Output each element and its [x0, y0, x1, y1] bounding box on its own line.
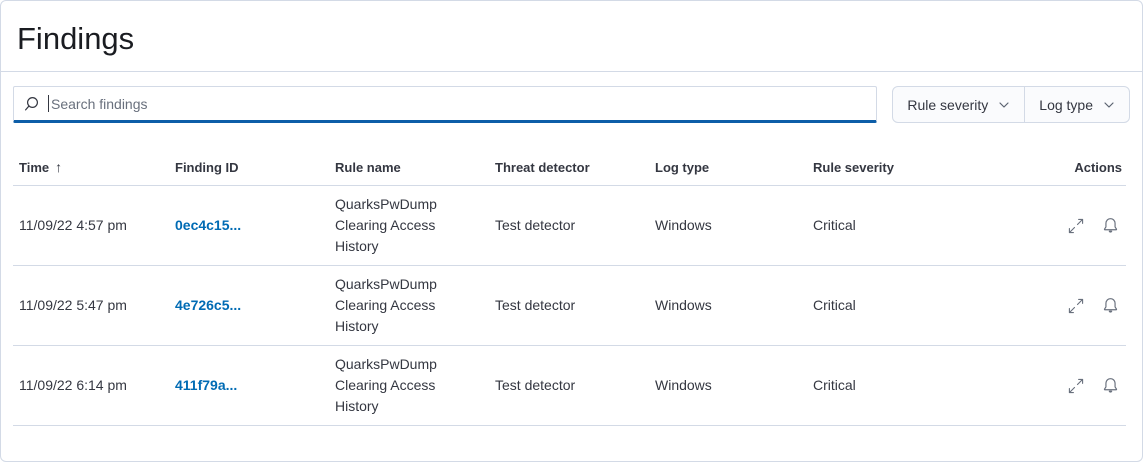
- rule-name-cell: QuarksPwDump Clearing Access History: [335, 345, 495, 426]
- column-header-finding-id[interactable]: Finding ID: [175, 151, 335, 186]
- time-cell: 11/09/22 6:14 pm: [13, 345, 175, 426]
- finding-id-cell: 4e726c5...: [175, 265, 335, 346]
- table-row: 11/09/22 4:57 pm 0ec4c15... QuarksPwDump…: [13, 185, 1126, 266]
- expand-icon: [1068, 378, 1084, 393]
- threat-detector-cell: Test detector: [495, 185, 655, 266]
- table-row: 11/09/22 6:14 pm 411f79a... QuarksPwDump…: [13, 345, 1126, 426]
- expand-finding-button[interactable]: [1064, 374, 1088, 398]
- time-cell: 11/09/22 4:57 pm: [13, 185, 175, 266]
- expand-icon: [1068, 218, 1084, 233]
- finding-id-link[interactable]: 411f79a...: [175, 377, 238, 393]
- toolbar: Rule severity Log type: [13, 86, 1130, 123]
- log-type-cell: Windows: [655, 265, 813, 346]
- create-alert-button[interactable]: [1098, 214, 1122, 238]
- rule-severity-cell: Critical: [813, 185, 1033, 266]
- rule-severity-filter-label: Rule severity: [907, 96, 989, 113]
- bell-icon: [1103, 218, 1117, 233]
- rule-severity-cell: Critical: [813, 345, 1033, 426]
- finding-id-link[interactable]: 4e726c5...: [175, 297, 242, 313]
- column-header-actions: Actions: [1033, 151, 1126, 186]
- column-header-time[interactable]: Time↑: [13, 151, 175, 186]
- header-divider: [1, 71, 1142, 72]
- rule-severity-filter-button[interactable]: Rule severity: [893, 87, 1024, 122]
- log-type-filter-label: Log type: [1039, 96, 1093, 113]
- rule-severity-cell: Critical: [813, 265, 1033, 346]
- chevron-down-icon: [1104, 101, 1114, 108]
- expand-finding-button[interactable]: [1064, 294, 1088, 318]
- log-type-cell: Windows: [655, 345, 813, 426]
- findings-table: Time↑ Finding ID Rule name Threat detect…: [13, 151, 1126, 426]
- sort-ascending-icon: ↑: [55, 159, 63, 175]
- column-header-threat-detector[interactable]: Threat detector: [495, 151, 655, 186]
- page-header: Findings: [1, 1, 1142, 71]
- actions-cell: [1033, 345, 1126, 426]
- threat-detector-cell: Test detector: [495, 345, 655, 426]
- filter-group: Rule severity Log type: [892, 86, 1130, 123]
- log-type-filter-button[interactable]: Log type: [1024, 87, 1129, 122]
- bell-icon: [1103, 378, 1117, 393]
- expand-icon: [1068, 298, 1084, 313]
- search-input[interactable]: [51, 87, 877, 120]
- finding-id-cell: 0ec4c15...: [175, 185, 335, 266]
- create-alert-button[interactable]: [1098, 374, 1122, 398]
- actions-cell: [1033, 185, 1126, 266]
- search-icon: [25, 96, 39, 110]
- page-title: Findings: [17, 21, 135, 56]
- threat-detector-cell: Test detector: [495, 265, 655, 346]
- finding-id-link[interactable]: 0ec4c15...: [175, 217, 242, 233]
- text-cursor: [48, 95, 49, 112]
- search-findings-box[interactable]: [13, 86, 878, 123]
- create-alert-button[interactable]: [1098, 294, 1122, 318]
- table-header-row: Time↑ Finding ID Rule name Threat detect…: [13, 151, 1126, 186]
- bell-icon: [1103, 298, 1117, 313]
- rule-name-cell: QuarksPwDump Clearing Access History: [335, 185, 495, 266]
- finding-id-cell: 411f79a...: [175, 345, 335, 426]
- column-header-log-type[interactable]: Log type: [655, 151, 813, 186]
- rule-name-cell: QuarksPwDump Clearing Access History: [335, 265, 495, 346]
- table-row: 11/09/22 5:47 pm 4e726c5... QuarksPwDump…: [13, 265, 1126, 346]
- expand-finding-button[interactable]: [1064, 214, 1088, 238]
- column-header-rule-severity[interactable]: Rule severity: [813, 151, 1033, 186]
- log-type-cell: Windows: [655, 185, 813, 266]
- column-header-rule-name[interactable]: Rule name: [335, 151, 495, 186]
- chevron-down-icon: [999, 101, 1009, 108]
- actions-cell: [1033, 265, 1126, 346]
- time-cell: 11/09/22 5:47 pm: [13, 265, 175, 346]
